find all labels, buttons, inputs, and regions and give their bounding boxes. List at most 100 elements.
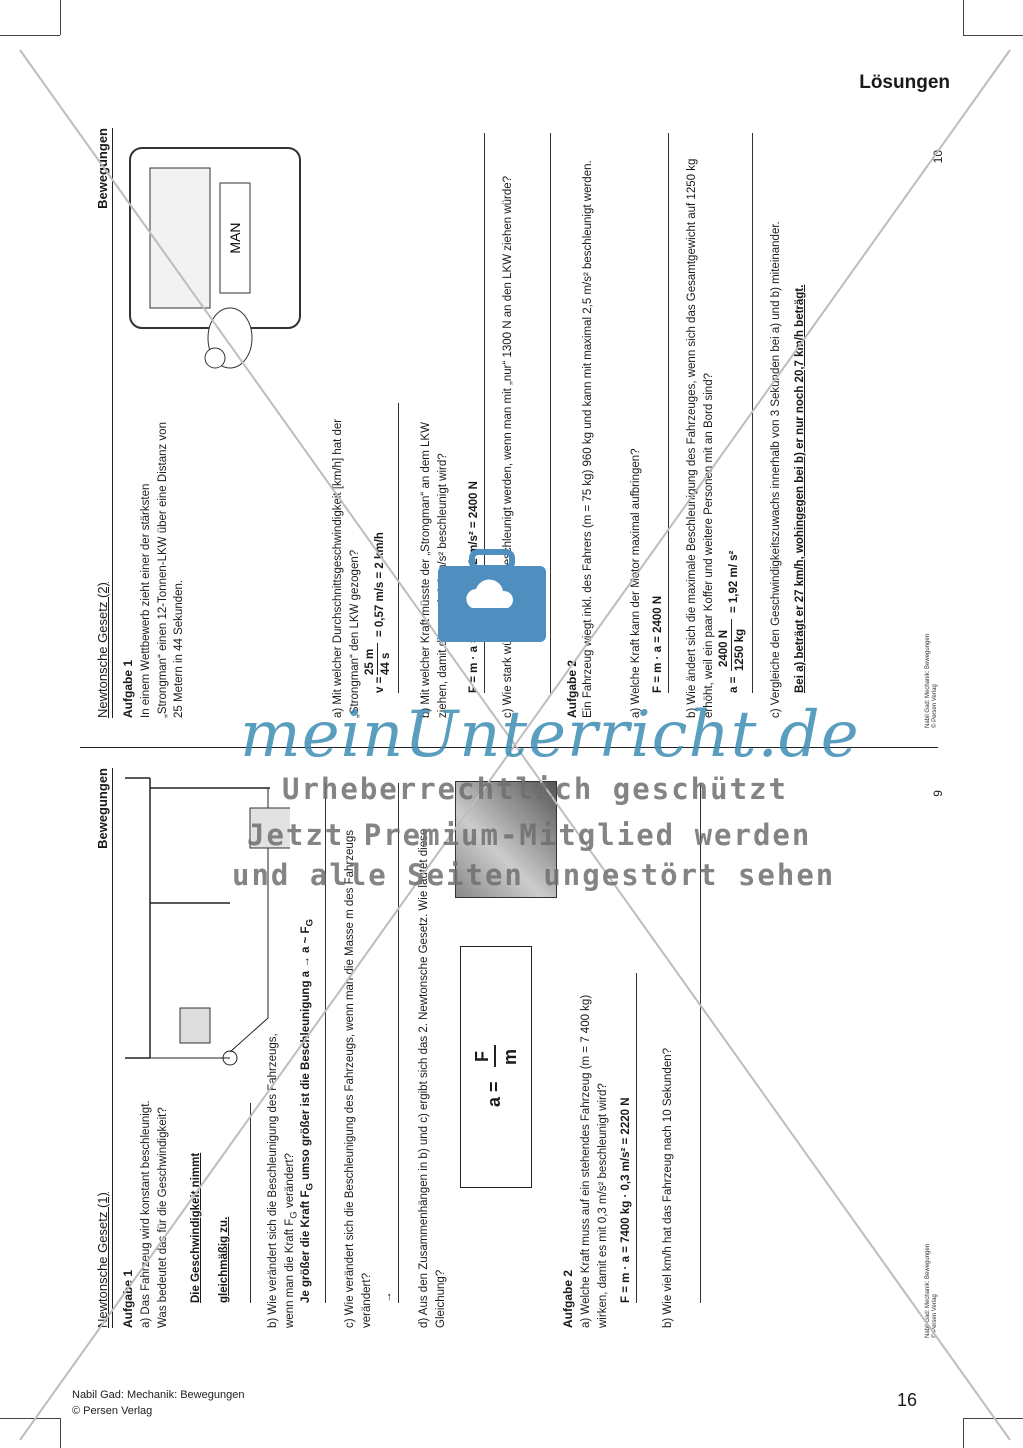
answer-line xyxy=(398,403,399,693)
question-2b: b) Wie viel km/h hat das Fahrzeug nach 1… xyxy=(660,788,677,1328)
crop-mark xyxy=(60,1418,61,1448)
question-2a: a) Welche Kraft muss auf ein stehendes F… xyxy=(578,988,611,1328)
question-label: b) xyxy=(267,1317,279,1328)
page-divider xyxy=(80,747,938,748)
question-text: Mit welcher Kraft müsste der „Strongman“… xyxy=(420,422,449,718)
question-label: c) xyxy=(502,708,514,718)
answer-line xyxy=(250,1103,251,1303)
question-text: Das Fahrzeug wird konstant beschleunigt.… xyxy=(140,1100,169,1328)
answer-2a: F = m · a = 2400 N xyxy=(652,595,664,693)
page-footer: Nabil Gad: Mechanik: Bewegungen © Persen… xyxy=(925,1244,939,1338)
answer-line xyxy=(325,783,326,1303)
formula-lhs: a = xyxy=(484,1081,504,1107)
question-text: Aus den Zusammenhängen in b) und c) ergi… xyxy=(418,828,447,1328)
question-label: a) xyxy=(580,1317,592,1328)
aufgabe-heading: Aufgabe 2 xyxy=(561,1269,575,1328)
section-title: Bewegungen xyxy=(95,128,110,209)
question-b: b) Mit welcher Kraft müsste der „Strongm… xyxy=(418,418,451,718)
answer-b: Je größer die Kraft FG umso größer ist d… xyxy=(298,783,317,1303)
question-text: Wie ändert sich die maximale Beschleunig… xyxy=(686,158,715,718)
page-header-title: Lösungen xyxy=(859,72,950,93)
aufgabe-heading: Aufgabe 1 xyxy=(121,659,135,718)
answer-text: umso größer ist die Beschleunigung a → a… xyxy=(300,926,312,1184)
bottom-credit: Nabil Gad: Mechanik: Bewegungen © Persen… xyxy=(72,1388,244,1420)
aufgabe-heading: Aufgabe 2 xyxy=(565,659,579,718)
question-text: Mit welcher Durchschnittsgeschwindigkeit… xyxy=(332,418,361,718)
question-2a: a) Welche Kraft kann der Motor maximal a… xyxy=(628,158,645,718)
crop-mark xyxy=(0,1418,60,1419)
truck-logo-text: MAN xyxy=(227,222,243,253)
intro-text: In einem Wettbewerb zieht einer der stär… xyxy=(140,422,186,718)
question-label: a) xyxy=(630,707,642,718)
footer-publisher: © Persen Verlag xyxy=(932,684,939,728)
worksheet-page-right: Newtonsche Gesetz (2) Bewegungen Aufgabe… xyxy=(80,128,945,728)
page-title: Newtonsche Gesetz (2) xyxy=(95,582,110,718)
answer-line xyxy=(550,133,551,693)
page-number: 10 xyxy=(931,150,945,164)
question-text: Welche Kraft muss auf ein stehendes Fahr… xyxy=(580,994,609,1328)
aufgabe-heading: Aufgabe 1 xyxy=(121,1269,135,1328)
subscript: G xyxy=(304,1183,316,1191)
answer-text: = 1,92 m/ s² xyxy=(728,550,740,613)
answer-b: F = m · a = 12000 kg · 0,2 m/s² = 2400 N xyxy=(468,481,480,693)
section-title: Bewegungen xyxy=(95,768,110,849)
answer-line xyxy=(668,133,669,693)
question-label: b) xyxy=(662,1317,674,1328)
question-a: a) Mit welcher Durchschnittsgeschwindigk… xyxy=(330,418,363,718)
question-a: a) Das Fahrzeug wird konstant beschleuni… xyxy=(138,1098,171,1328)
answer-text: = 0,57 m/s = 2 km/h xyxy=(374,532,386,637)
answer-2b: 2400 N a = 1250 kg = 1,92 m/ s² xyxy=(716,393,746,693)
question-c: c) Wie stark würde der LKW beschleunigt … xyxy=(500,158,517,718)
strongman-illustration: MAN xyxy=(129,147,301,369)
question-label: a) xyxy=(140,1317,152,1328)
header-rule xyxy=(112,768,113,1328)
formula-denominator: m xyxy=(500,1048,520,1065)
bottom-credit-author: Nabil Gad: Mechanik: Bewegungen xyxy=(72,1389,245,1401)
question-text: Wie viel km/h hat das Fahrzeug nach 10 S… xyxy=(662,1047,674,1315)
crop-mark xyxy=(963,1418,964,1448)
question-b: b) Wie verändert sich die Beschleunigung… xyxy=(265,1028,301,1328)
question-label: b) xyxy=(686,707,698,718)
answer-2a: F = m · a = 7400 kg · 0,3 m/s² = 2220 N xyxy=(620,1097,632,1303)
answer-line xyxy=(700,783,701,1303)
answer-a-line2: gleichmäßig zu. xyxy=(218,1216,230,1303)
page-title: Newtonsche Gesetz (1) xyxy=(95,1192,110,1328)
question-d: d) Aus den Zusammenhängen in b) und c) e… xyxy=(416,788,449,1328)
subscript: G xyxy=(304,919,316,927)
fraction-bar xyxy=(494,1045,496,1067)
question-label: c) xyxy=(770,708,782,718)
question-2b: b) Wie ändert sich die maximale Beschleu… xyxy=(684,158,717,718)
answer-a-line1: Die Geschwindigkeit nimmt xyxy=(190,1152,202,1303)
intro-text: Ein Fahrzeug wiegt inkl. des Fahrers (m … xyxy=(582,160,594,718)
formula-numerator: F xyxy=(472,1051,492,1062)
answer-text: a = xyxy=(728,676,740,693)
fraction-denominator: 1250 kg xyxy=(734,628,746,671)
bottom-page-number: 16 xyxy=(897,1390,918,1410)
crop-mark xyxy=(60,0,61,35)
question-text: Wie verändert sich die Beschleunigung de… xyxy=(344,830,373,1328)
bottom-credit-publisher: © Persen Verlag xyxy=(72,1404,153,1417)
question-label: c) xyxy=(344,1318,356,1328)
page-number: 9 xyxy=(931,790,945,797)
answer-text: v = xyxy=(374,676,386,693)
truck-photo xyxy=(455,781,557,898)
footer-publisher: © Persen Verlag xyxy=(932,1294,939,1338)
question-text: Vergleiche den Geschwindigkeitszuwachs i… xyxy=(770,221,782,706)
answer-a: 25 m v = 44 s = 0,57 m/s = 2 km/h xyxy=(362,393,392,693)
question-2c: c) Vergleiche den Geschwindigkeitszuwach… xyxy=(768,158,785,718)
fraction-denominator: 44 s xyxy=(380,652,392,675)
answer-line xyxy=(752,133,753,693)
formula-box: a = F m xyxy=(460,946,532,1188)
answer-line xyxy=(484,133,485,693)
crop-mark xyxy=(0,35,60,36)
question-label: a) xyxy=(332,707,344,718)
answer-line xyxy=(398,783,399,1303)
page-footer: Nabil Gad: Mechanik: Bewegungen © Persen… xyxy=(925,634,939,728)
worksheet-page-left: Newtonsche Gesetz (1) Bewegungen Aufgabe… xyxy=(80,768,945,1338)
crop-mark xyxy=(963,0,964,35)
question-text: verändert? xyxy=(283,1153,296,1212)
header-rule xyxy=(112,128,113,718)
rotated-worksheet: Newtonsche Gesetz (1) Bewegungen Aufgabe… xyxy=(80,118,945,1338)
question-text: Wie stark würde der LKW beschleunigt wer… xyxy=(502,175,514,706)
answer-line xyxy=(636,973,637,1303)
